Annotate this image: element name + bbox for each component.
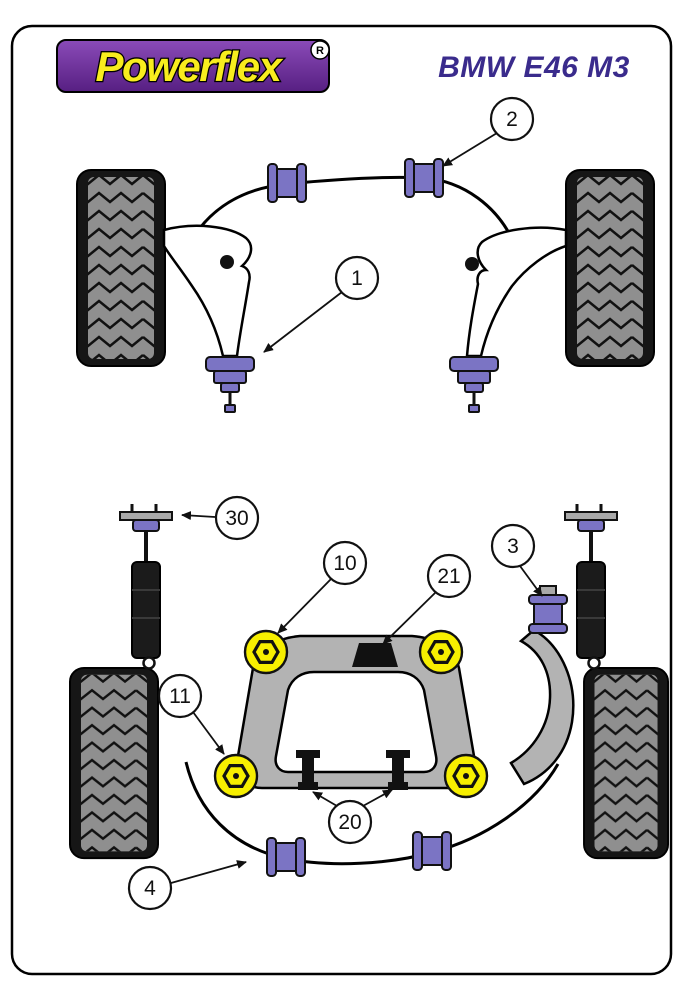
logo-background [56,39,330,93]
callout-20-circle [327,799,373,845]
callout-2-circle [489,96,535,142]
callout-30-circle [214,495,260,541]
leader-line-3 [519,565,543,597]
rear-right-tire [583,667,670,860]
callout-2: 2 [442,96,535,167]
callout-3-number: 3 [507,535,519,558]
rear-arb-bush-left [266,837,306,877]
logo-text: Powerflex [96,43,284,90]
rear-subframe-front-bush-left [243,629,289,675]
rear-arb-link-bush [528,594,568,634]
front-right-tire [565,169,655,367]
callout-10-number: 10 [333,552,356,575]
rear-suspension-diagram: 30 10 21 3 11 20 [69,495,670,911]
rear-subframe-rear-bush-left [213,753,259,799]
rear-subframe-rear-bush-right [443,753,489,799]
leader-line-4 [170,860,247,884]
callout-21-number: 21 [437,565,460,588]
callout-20: 20 [312,789,393,845]
leader-line-30 [181,511,216,521]
callout-30-number: 30 [225,507,248,530]
callout-21: 21 [382,553,472,645]
front-suspension-diagram: 2 1 [76,96,655,414]
leader-line-20-left [312,791,338,807]
callout-10-circle [322,540,368,586]
leader-line-20-right [362,789,393,807]
front-arb-bush-right [404,158,444,198]
front-right-control-arm [465,226,568,358]
front-arb-bush-left [267,163,307,203]
callout-4-number: 4 [144,877,156,900]
front-left-tire [76,169,166,367]
registered-mark-circle [310,40,330,60]
callout-20-number: 20 [338,811,361,834]
leader-line-21 [382,591,437,645]
callout-1-number: 1 [351,267,363,290]
callout-30: 30 [181,495,260,541]
callout-10: 10 [277,540,368,634]
front-right-ball-joint-dot [465,257,479,271]
rear-arb-bush-right [412,831,452,871]
callout-1-circle [334,255,380,301]
rear-subframe-front-bush-right [418,629,464,675]
rear-diff-mount [352,643,398,667]
callout-11-number: 11 [169,685,191,708]
rear-left-tire [69,667,159,860]
callout-21-circle [426,553,472,599]
leader-line-1 [263,291,343,353]
registered-mark-letter: R [316,45,324,57]
leader-line-2 [442,132,498,167]
callout-1: 1 [263,255,380,353]
callout-11: 11 [157,673,225,755]
callout-4-circle [127,865,173,911]
callout-11-circle [157,673,203,719]
front-anti-roll-bar [184,175,516,251]
callout-3: 3 [490,523,543,597]
leader-line-11 [192,711,225,755]
powerflex-logo: Powerflex R [56,39,330,93]
callout-2-number: 2 [506,108,518,131]
callout-3-circle [490,523,536,569]
rear-arb-end-bracket [509,628,575,786]
callout-4: 4 [127,860,247,911]
leader-line-10 [277,578,332,634]
front-left-ball-joint-dot [220,255,234,269]
rear-anti-roll-bar [184,761,560,866]
page-title: BMW E46 M3 [438,51,630,84]
